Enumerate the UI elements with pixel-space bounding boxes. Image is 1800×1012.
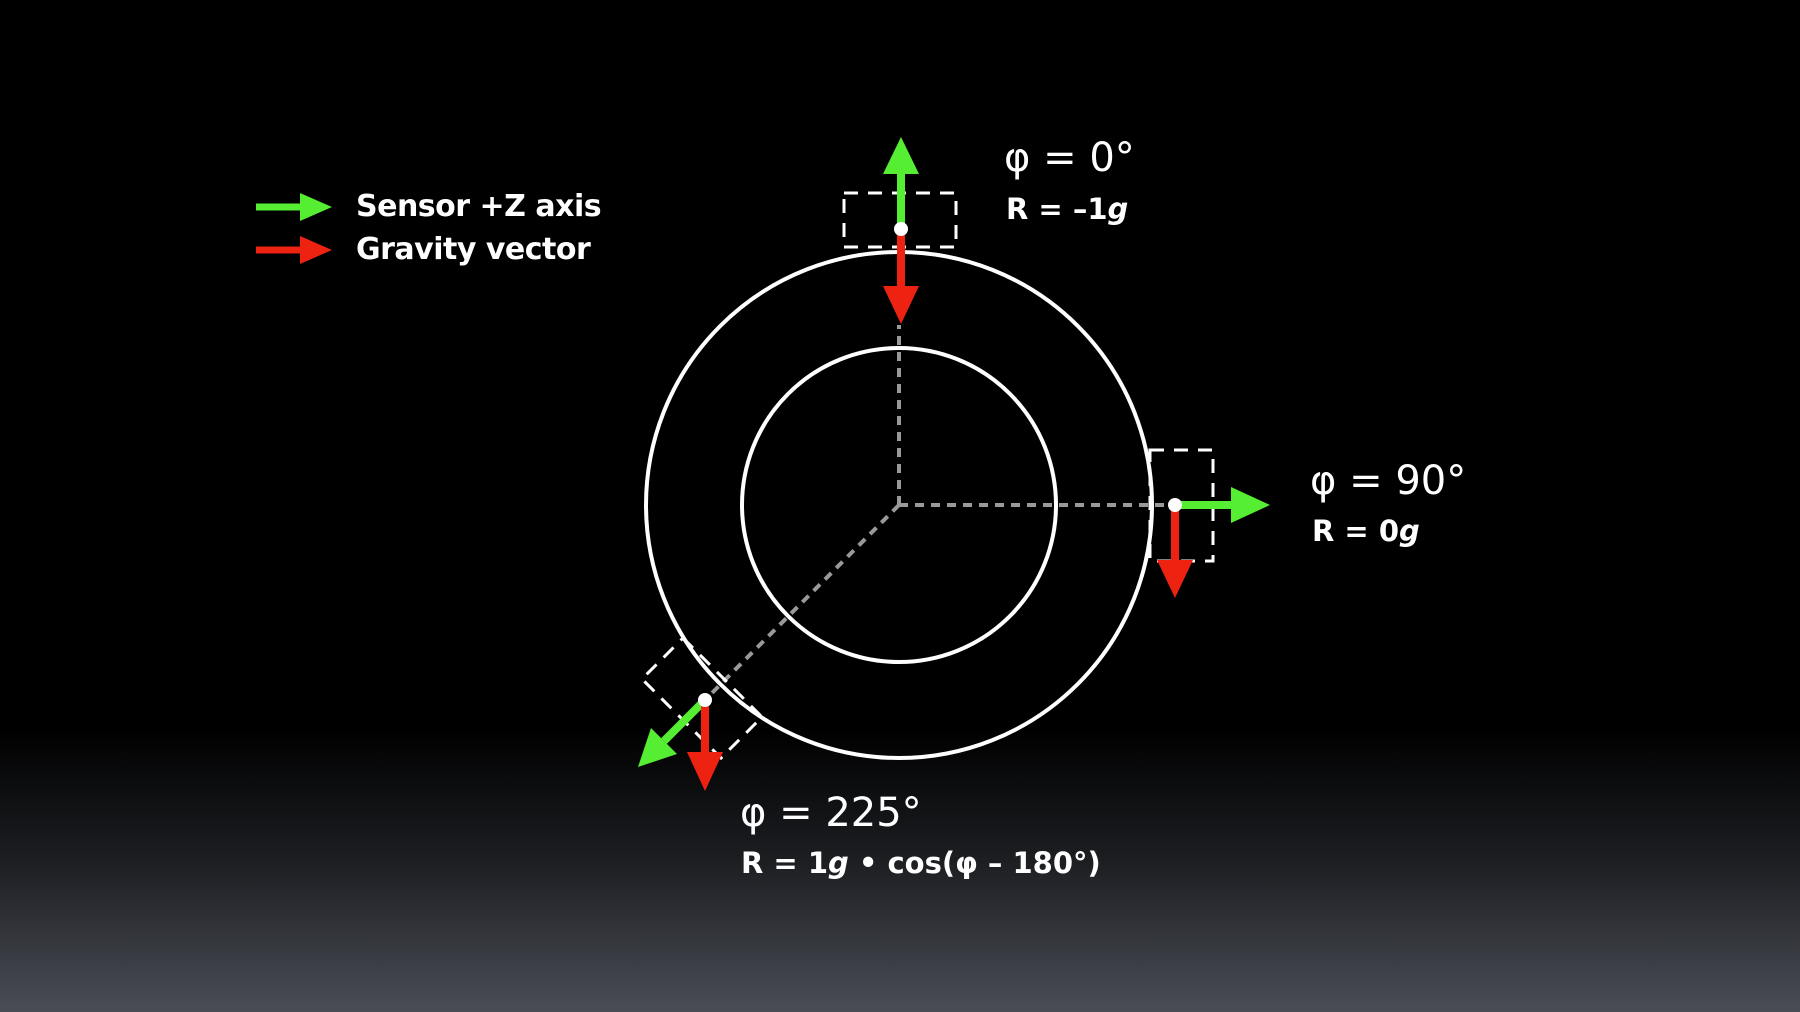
angle-label-bottom: φ = 225°: [740, 790, 922, 836]
sensor-box-bottom-left: [639, 635, 765, 761]
formula-bottom-g: g: [828, 846, 849, 880]
arrowhead-icon: [883, 286, 919, 324]
angle-label-top: φ = 0°: [1004, 135, 1135, 181]
arrowhead-icon: [687, 752, 723, 791]
position-top-arrows: [883, 137, 919, 324]
formula-bottom-prefix: R = 1: [741, 846, 828, 880]
position-right-arrows: [1157, 487, 1270, 598]
arrowhead-icon: [300, 193, 332, 221]
formula-right-g: g: [1399, 514, 1420, 548]
arrowhead-icon: [1157, 560, 1193, 598]
formula-top: R = –1g: [1006, 192, 1128, 226]
formula-right-prefix: R = 0: [1312, 514, 1399, 548]
arrowhead-icon: [883, 137, 919, 174]
sensor-point-top: [894, 222, 908, 236]
formula-bottom-suffix: • cos(φ – 180°): [848, 846, 1101, 880]
angle-label-right: φ = 90°: [1310, 458, 1467, 504]
formula-top-g: g: [1107, 192, 1129, 226]
position-bottom-left-arrows: [638, 693, 723, 791]
legend-sensor-label: Sensor +Z axis: [356, 189, 602, 224]
legend-arrows: [256, 193, 332, 264]
arrowhead-icon: [1231, 487, 1270, 523]
legend-gravity-label: Gravity vector: [356, 232, 591, 267]
arrowhead-icon: [300, 236, 332, 264]
sensor-point-right: [1168, 498, 1182, 512]
radial-guides: [703, 325, 1170, 702]
sensor-point-bottom-left: [698, 693, 712, 707]
formula-bottom: R = 1g • cos(φ – 180°): [741, 846, 1101, 880]
arrowhead-icon: [638, 728, 677, 767]
inner-ring: [740, 346, 1058, 664]
sensor-axis-arrow-bottom-left: [661, 697, 708, 744]
formula-right: R = 0g: [1312, 514, 1420, 548]
formula-top-prefix: R = –1: [1006, 192, 1108, 226]
sensor-boxes: [639, 191, 1215, 761]
